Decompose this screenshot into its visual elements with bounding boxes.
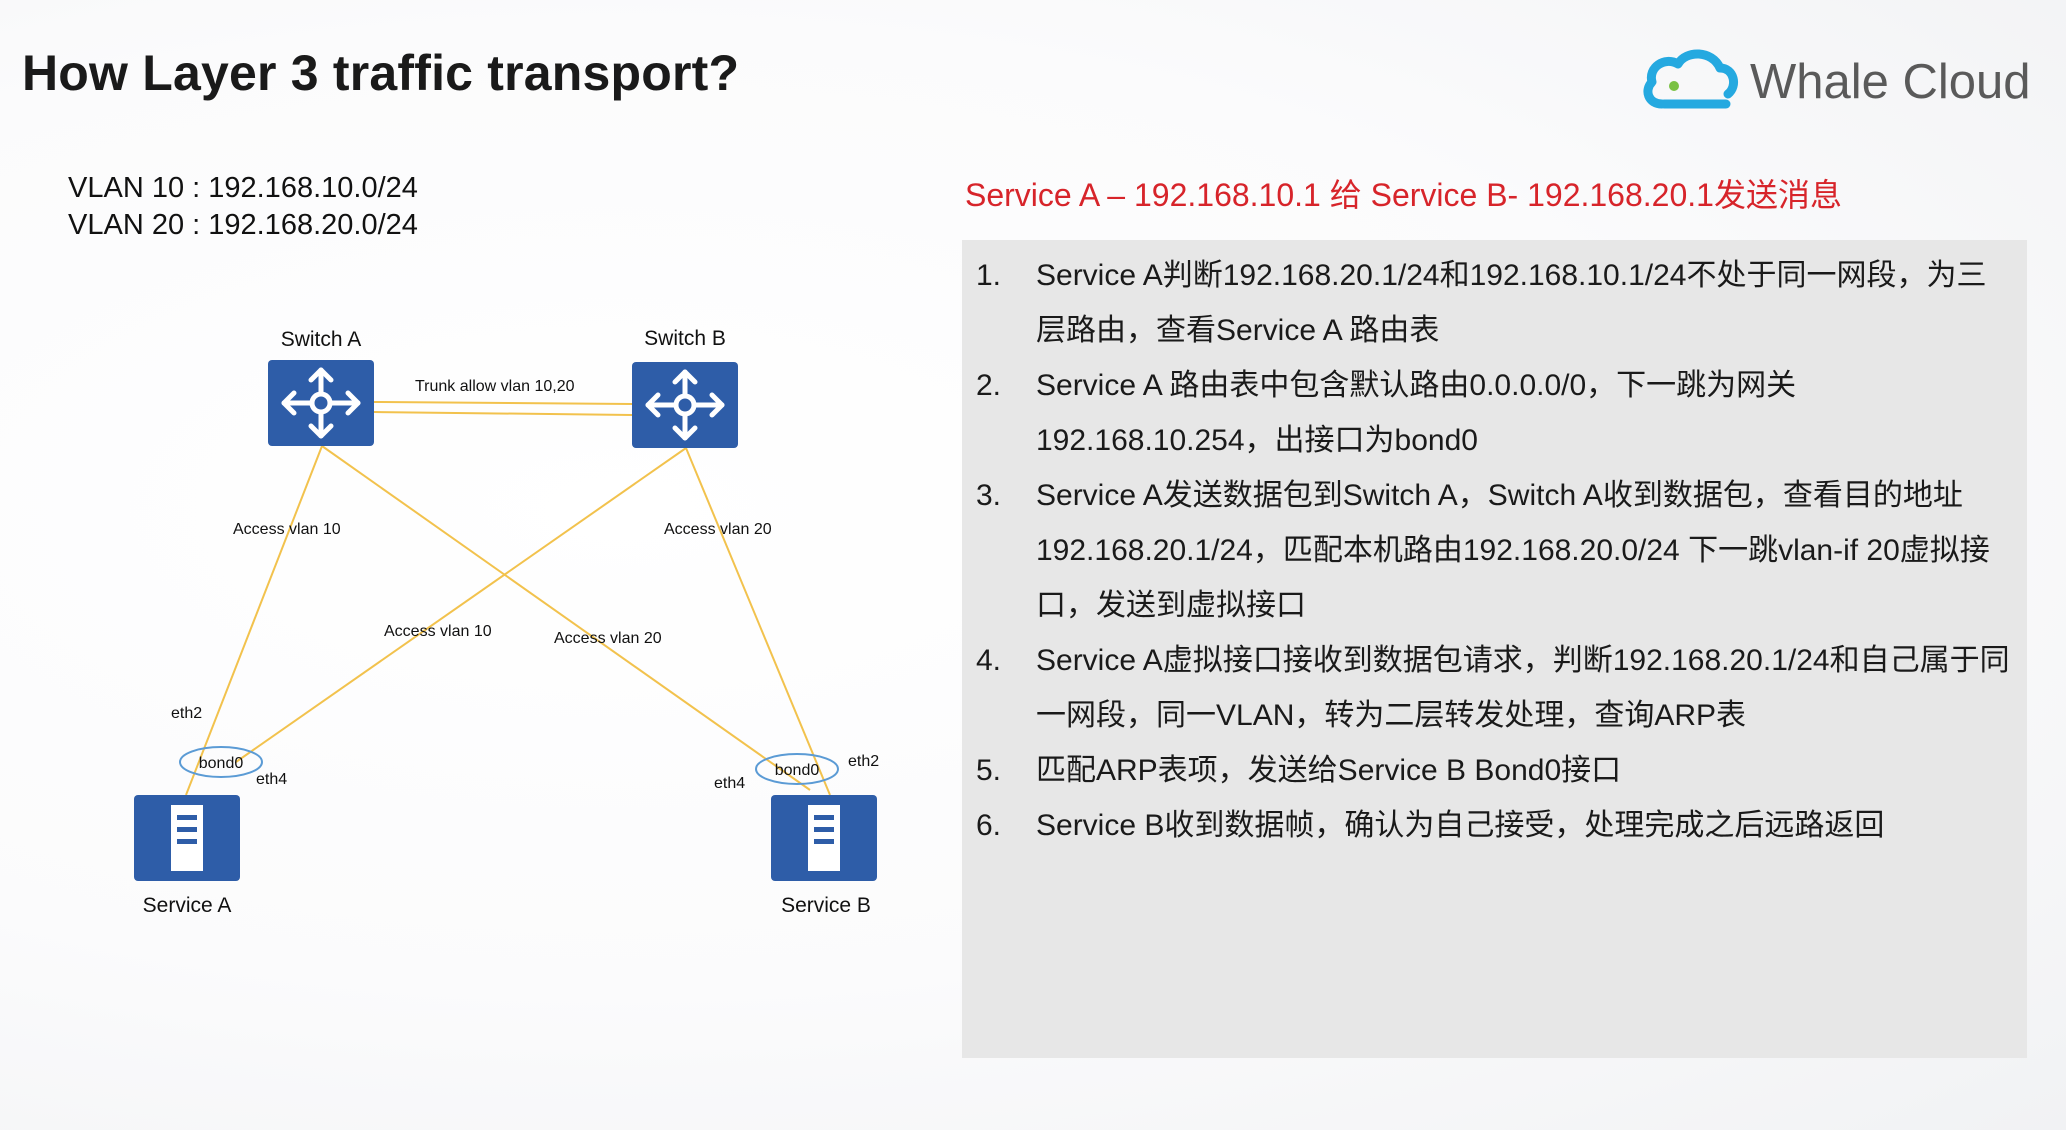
link-switch-b-service-b	[685, 447, 831, 796]
cloud-icon	[1643, 49, 1739, 109]
service-a-bond-ellipse	[179, 746, 263, 778]
slide-title: How Layer 3 traffic transport?	[22, 45, 740, 101]
step-item: 3. Service A发送数据包到Switch A，Switch A收到数据包…	[976, 468, 2016, 633]
step-number: 3.	[976, 479, 1002, 512]
step-number: 5.	[976, 754, 1002, 787]
step-text: Service A 路由表中包含默认路由0.0.0.0/0，下一跳为网关192.…	[1036, 369, 1797, 457]
link-switch-b-service-a	[235, 447, 687, 763]
switch-b-node[interactable]	[632, 362, 738, 448]
step-item: 4. Service A虚拟接口接收到数据包请求，判断192.168.20.1/…	[976, 633, 2016, 743]
step-number: 1.	[976, 259, 1002, 292]
step-text: Service A判断192.168.20.1/24和192.168.10.1/…	[1036, 259, 1987, 347]
service-a-eth4-label: eth4	[256, 771, 287, 788]
switch-a-node[interactable]	[268, 360, 374, 446]
service-a-bond-label: bond0	[199, 755, 244, 772]
steps-panel: 1. Service A判断192.168.20.1/24和192.168.10…	[962, 240, 2027, 1058]
step-number: 4.	[976, 644, 1002, 677]
access-vlan-10-label: Access vlan 10	[233, 521, 341, 538]
switch-b-label: Switch B	[644, 327, 726, 350]
logo-text: Whale Cloud	[1750, 55, 2031, 109]
links	[185, 401, 831, 796]
service-b-node[interactable]	[771, 795, 877, 881]
step-item: 5. 匹配ARP表项，发送给Service B Bond0接口	[976, 743, 2016, 798]
access-vlan-20-label: Access vlan 20	[664, 521, 772, 538]
trunk-link-lower	[373, 411, 633, 416]
steps-list: 1. Service A判断192.168.20.1/24和192.168.10…	[976, 248, 2016, 853]
service-b-bond-label: bond0	[775, 762, 820, 779]
vlan-10-subnet: VLAN 10 : 192.168.10.0/24	[68, 172, 418, 204]
network-diagram: Switch A Switch B Service A Service B Tr…	[134, 327, 879, 917]
cross-access-vlan-10-label: Access vlan 10	[384, 623, 492, 640]
vlan-list: VLAN 10 : 192.168.10.0/24 VLAN 20 : 192.…	[68, 170, 418, 244]
vlan-20-subnet: VLAN 20 : 192.168.20.0/24	[68, 209, 418, 241]
link-switch-a-service-b	[321, 445, 811, 791]
router-arrows-icon	[281, 367, 361, 439]
router-arrows-icon	[645, 369, 725, 441]
server-icon	[171, 805, 203, 871]
service-b-label: Service B	[781, 894, 871, 917]
step-text: 匹配ARP表项，发送给Service B Bond0接口	[1036, 754, 1622, 787]
service-a-label: Service A	[143, 894, 232, 917]
step-text: Service A虚拟接口接收到数据包请求，判断192.168.20.1/24和…	[1036, 644, 2010, 732]
service-b-eth2-label: eth2	[848, 753, 879, 770]
trunk-link-upper	[373, 401, 633, 405]
trunk-link-label: Trunk allow vlan 10,20	[415, 378, 575, 395]
step-item: 2. Service A 路由表中包含默认路由0.0.0.0/0，下一跳为网关1…	[976, 358, 2016, 468]
service-a-node[interactable]	[134, 795, 240, 881]
server-icon	[808, 805, 840, 871]
switch-a-label: Switch A	[281, 328, 362, 351]
link-switch-a-service-a	[185, 445, 323, 796]
service-b-eth4-label: eth4	[714, 775, 745, 792]
step-text: Service B收到数据帧，确认为自己接受，处理完成之后远路返回	[1036, 809, 1885, 842]
step-number: 6.	[976, 809, 1002, 842]
flow-heading: Service A – 192.168.10.1 给 Service B- 19…	[965, 177, 1842, 213]
step-text: Service A发送数据包到Switch A，Switch A收到数据包，查看…	[1036, 479, 1990, 622]
step-number: 2.	[976, 369, 1002, 402]
cross-access-vlan-20-label: Access vlan 20	[554, 630, 662, 647]
step-item: 1. Service A判断192.168.20.1/24和192.168.10…	[976, 248, 2016, 358]
service-b-bond-ellipse	[755, 753, 839, 785]
service-a-eth2-label: eth2	[171, 705, 202, 722]
step-item: 6. Service B收到数据帧，确认为自己接受，处理完成之后远路返回	[976, 798, 2016, 853]
whale-cloud-logo: Whale Cloud	[1640, 46, 2040, 116]
